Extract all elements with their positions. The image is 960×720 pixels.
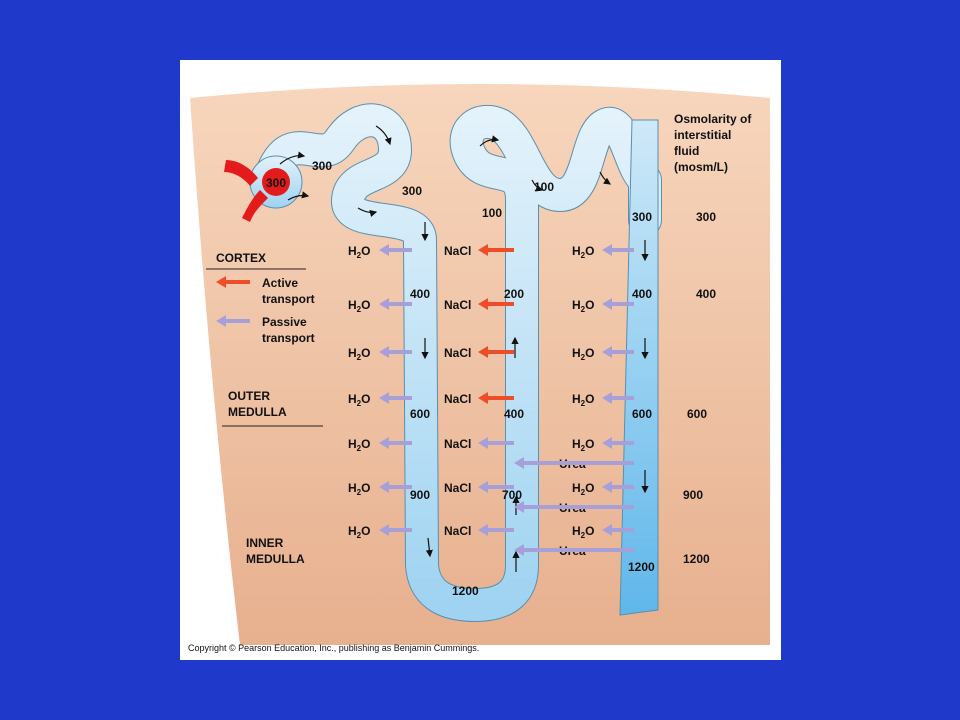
glomerulus-value: 300 (266, 176, 286, 190)
nephron-diagram: H2OH2OH2OH2OH2OH2OH2ONaClNaClNaClNaClNaC… (190, 84, 770, 645)
ascending-value-700: 700 (502, 488, 522, 502)
passive-nacl-arrow (478, 524, 514, 536)
descending-water-label: H2O (348, 346, 370, 362)
header-line-3: fluid (674, 144, 699, 158)
descending-water-arrow (379, 524, 412, 536)
urea-arrow (514, 457, 634, 469)
legend-active-line-2: transport (262, 292, 315, 306)
active-nacl-arrow (478, 346, 514, 358)
collecting-water-label: H2O (572, 244, 594, 260)
collecting-water-arrow (602, 244, 634, 256)
inner-medulla-label-1: INNER (246, 536, 284, 550)
collecting-water-label: H2O (572, 524, 594, 540)
interstitial-header: Osmolarity of interstitial fluid (mosm/L… (674, 112, 752, 174)
descending-water-label: H2O (348, 392, 370, 408)
ascending-nacl-label: NaCl (444, 392, 471, 406)
descending-value-400: 400 (410, 287, 430, 301)
nephron-tubule-lumen (254, 104, 661, 621)
collecting-water-arrow (602, 298, 634, 310)
ascending-value-400: 400 (504, 407, 524, 421)
ascending-value-200: 200 (504, 287, 524, 301)
legend-passive-line-1: Passive (262, 315, 307, 329)
collecting-value-400: 400 (632, 287, 652, 301)
descending-water-label: H2O (348, 524, 370, 540)
descending-water-label: H2O (348, 244, 370, 260)
collecting-water-label: H2O (572, 346, 594, 362)
cortex-label: CORTEX (216, 251, 266, 265)
ascending-nacl-label: NaCl (444, 481, 471, 495)
descending-value-600: 600 (410, 407, 430, 421)
descending-water-label: H2O (348, 481, 370, 497)
copyright-notice: Copyright © Pearson Education, Inc., pub… (188, 643, 480, 653)
collecting-water-label: H2O (572, 481, 594, 497)
thick-ascending-top-value: 100 (482, 206, 502, 220)
collecting-water-arrow (602, 481, 634, 493)
ascending-nacl-label: NaCl (444, 346, 471, 360)
ascending-nacl-label: NaCl (444, 437, 471, 451)
urea-arrow (514, 501, 634, 513)
descending-water-arrow (379, 298, 412, 310)
distal-value: 100 (534, 180, 554, 194)
bend-value-1200: 1200 (452, 584, 479, 598)
legend: Active transport Passive transport (216, 276, 315, 345)
ascending-nacl-label: NaCl (444, 244, 471, 258)
ascending-nacl-label: NaCl (444, 524, 471, 538)
proximal-value: 300 (312, 159, 332, 173)
collecting-value-1200: 1200 (628, 560, 655, 574)
ascending-nacl-label: NaCl (444, 298, 471, 312)
outer-medulla-label-1: OUTER (228, 389, 270, 403)
legend-passive-line-2: transport (262, 331, 315, 345)
passive-nacl-arrow (478, 481, 514, 493)
inner-medulla-label-2: MEDULLA (246, 552, 305, 566)
descending-water-arrow (379, 437, 412, 449)
descending-water-arrow (379, 392, 412, 404)
lavender-arrow-icon (216, 315, 226, 327)
descending-top-value: 300 (402, 184, 422, 198)
orange-arrow-icon (216, 276, 226, 288)
descending-water-label: H2O (348, 298, 370, 314)
collecting-water-label: H2O (572, 298, 594, 314)
passive-nacl-arrow (478, 437, 514, 449)
descending-water-arrow (379, 244, 412, 256)
interstitial-value-600: 600 (687, 407, 707, 421)
transport-arrows: H2OH2OH2OH2OH2OH2OH2ONaClNaClNaClNaClNaC… (348, 244, 634, 558)
collecting-value-300: 300 (632, 210, 652, 224)
descending-value-900: 900 (410, 488, 430, 502)
collecting-value-600: 600 (632, 407, 652, 421)
collecting-water-arrow (602, 437, 634, 449)
interstitial-value-1200: 1200 (683, 552, 710, 566)
header-line-2: interstitial (674, 128, 731, 142)
active-nacl-arrow (478, 392, 514, 404)
glomerulus (224, 155, 303, 222)
descending-water-label: H2O (348, 437, 370, 453)
interstitial-value-400: 400 (696, 287, 716, 301)
header-line-1: Osmolarity of (674, 112, 752, 126)
interstitial-value-300: 300 (696, 210, 716, 224)
descending-water-arrow (379, 346, 412, 358)
collecting-water-arrow (602, 392, 634, 404)
legend-active-line-1: Active (262, 276, 298, 290)
header-line-4: (mosm/L) (674, 160, 728, 174)
collecting-water-arrow (602, 346, 634, 358)
active-nacl-arrow (478, 244, 514, 256)
urea-arrow (514, 544, 634, 556)
active-nacl-arrow (478, 298, 514, 310)
outer-medulla-label-2: MEDULLA (228, 405, 287, 419)
collecting-water-label: H2O (572, 437, 594, 453)
descending-water-arrow (379, 481, 412, 493)
interstitial-value-900: 900 (683, 488, 703, 502)
collecting-water-arrow (602, 524, 634, 536)
collecting-water-label: H2O (572, 392, 594, 408)
